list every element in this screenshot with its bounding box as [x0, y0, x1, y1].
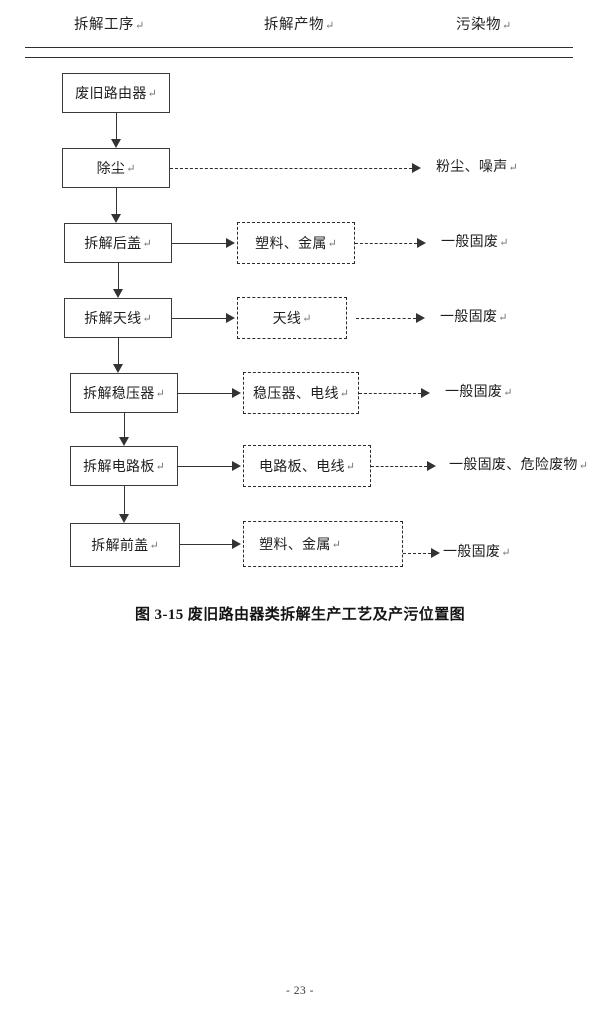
connector-process-product-1: [172, 243, 226, 244]
return-mark-icon: ↵: [345, 460, 356, 473]
return-mark-icon: ↵: [147, 87, 157, 100]
arrow-down-2: [111, 214, 121, 223]
return-mark-icon: ↵: [149, 539, 159, 552]
header-product: 拆解产物↵: [264, 17, 335, 33]
arrow-right-product-5: [232, 539, 241, 549]
connector-pollutant-6: [403, 553, 431, 554]
header-rule-bottom: [25, 57, 573, 58]
header-pollutant: 污染物↵: [456, 17, 512, 33]
return-mark-icon: ↵: [135, 20, 145, 32]
header-process: 拆解工序↵: [74, 17, 145, 33]
connector-pollutant-1: [170, 168, 412, 169]
arrow-down-1: [111, 139, 121, 148]
arrow-right-pollutant-1: [412, 163, 421, 173]
arrow-down-3: [113, 289, 123, 298]
connector-pollutant-4: [359, 393, 421, 394]
figure-caption: 图 3-15 废旧路由器类拆解生产工艺及产污位置图: [135, 607, 465, 623]
connector-vertical-6: [124, 486, 125, 514]
connector-process-product-5: [180, 544, 232, 545]
return-mark-icon: ↵: [327, 237, 337, 250]
process-box-voltage-regulator[interactable]: 拆解稳压器↵: [70, 373, 178, 413]
return-mark-icon: ↵: [126, 162, 136, 175]
return-mark-icon: ↵: [501, 547, 511, 559]
connector-vertical-5: [124, 413, 125, 437]
process-box-waste-router[interactable]: 废旧路由器↵: [62, 73, 170, 113]
return-mark-icon: ↵: [508, 162, 518, 174]
arrow-down-4: [113, 364, 123, 373]
connector-pollutant-3: [356, 318, 416, 319]
return-mark-icon: ↵: [498, 312, 508, 324]
arrow-right-pollutant-6: [431, 548, 440, 558]
process-box-back-cover[interactable]: 拆解后盖↵: [64, 223, 172, 263]
pollutant-label-general-waste-1: 一般固废↵: [441, 235, 509, 250]
product-box-plastic-metal-2[interactable]: 塑料、金属↵: [243, 521, 403, 567]
connector-process-product-3: [178, 393, 232, 394]
return-mark-icon: ↵: [578, 460, 588, 472]
return-mark-icon: ↵: [155, 387, 165, 400]
connector-process-product-2: [172, 318, 226, 319]
return-mark-icon: ↵: [499, 237, 509, 249]
return-mark-icon: ↵: [502, 20, 512, 32]
arrow-right-product-1: [226, 238, 235, 248]
pollutant-label-general-waste-4: 一般固废↵: [443, 545, 511, 560]
arrow-right-product-3: [232, 388, 241, 398]
product-box-regulator-wire[interactable]: 稳压器、电线↵: [243, 372, 359, 414]
connector-vertical-2: [116, 188, 117, 214]
arrow-right-pollutant-4: [421, 388, 430, 398]
return-mark-icon: ↵: [331, 538, 341, 551]
return-mark-icon: ↵: [142, 312, 152, 325]
return-mark-icon: ↵: [325, 20, 335, 32]
pollutant-label-general-waste-2: 一般固废↵: [440, 310, 508, 325]
arrow-right-pollutant-3: [416, 313, 425, 323]
product-box-board-wire[interactable]: 电路板、电线↵: [243, 445, 371, 487]
process-box-dust-removal[interactable]: 除尘↵: [62, 148, 170, 188]
process-box-front-cover[interactable]: 拆解前盖↵: [70, 523, 180, 567]
return-mark-icon: ↵: [339, 387, 350, 400]
return-mark-icon: ↵: [503, 387, 513, 399]
process-box-circuit-board[interactable]: 拆解电路板↵: [70, 446, 178, 486]
arrow-down-5: [119, 437, 129, 446]
connector-vertical-1: [116, 113, 117, 139]
connector-pollutant-2: [355, 243, 417, 244]
connector-vertical-4: [118, 338, 119, 364]
arrow-right-pollutant-5: [427, 461, 436, 471]
return-mark-icon: ↵: [155, 460, 165, 473]
arrow-right-product-2: [226, 313, 235, 323]
arrow-down-6: [119, 514, 129, 523]
pollutant-label-general-waste-3: 一般固废↵: [445, 385, 513, 400]
pollutant-label-dust-noise: 粉尘、噪声↵: [436, 160, 518, 175]
page-number: - 23 -: [286, 985, 314, 997]
product-box-plastic-metal-1[interactable]: 塑料、金属↵: [237, 222, 355, 264]
process-box-antenna[interactable]: 拆解天线↵: [64, 298, 172, 338]
return-mark-icon: ↵: [302, 312, 312, 325]
arrow-right-product-4: [232, 461, 241, 471]
return-mark-icon: ↵: [142, 237, 152, 250]
arrow-right-pollutant-2: [417, 238, 426, 248]
connector-vertical-3: [118, 263, 119, 289]
connector-pollutant-5: [371, 466, 427, 467]
pollutant-label-general-hazardous: 一般固废、危险废物↵: [449, 458, 588, 473]
connector-process-product-4: [178, 466, 232, 467]
product-box-antenna[interactable]: 天线↵: [237, 297, 347, 339]
header-rule-top: [25, 47, 573, 48]
